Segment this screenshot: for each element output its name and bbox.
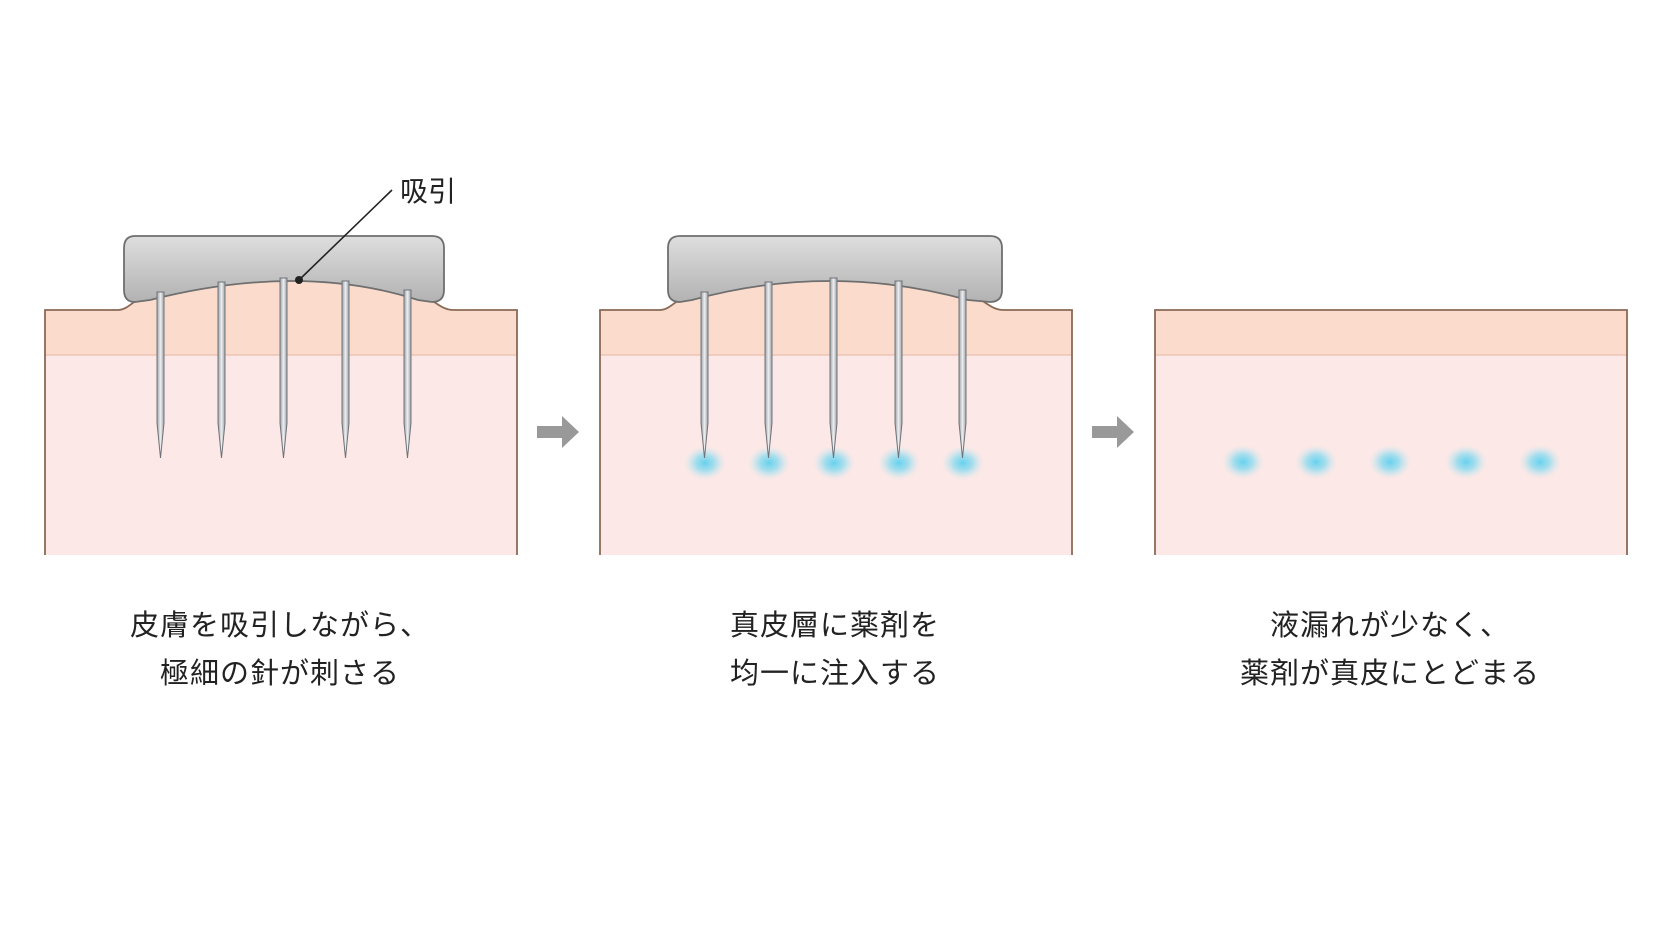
- needle-icon: [829, 277, 838, 459]
- needle-icon: [700, 291, 709, 459]
- panel-1: 吸引: [44, 175, 518, 555]
- callout-leader-line: [298, 189, 393, 281]
- arrow-right-icon: [537, 416, 579, 448]
- caption-line: 極細の針が刺さる: [159, 656, 400, 690]
- suction-device-icon: [667, 235, 1003, 303]
- drug-dot: [748, 446, 790, 480]
- drug-dot: [942, 446, 984, 480]
- needle-array: [700, 277, 967, 459]
- callout: 吸引: [295, 175, 456, 284]
- caption-line: 皮膚を吸引しながら、: [129, 608, 430, 642]
- needle-icon: [156, 291, 165, 459]
- needle-icon: [958, 289, 967, 459]
- drug-dot: [813, 446, 855, 480]
- drug-deposits: [1222, 445, 1561, 479]
- needle-icon: [403, 289, 412, 459]
- drug-dot: [1369, 445, 1411, 479]
- needle-icon: [894, 280, 903, 459]
- needle-icon: [279, 277, 288, 459]
- skin-outline: [1154, 309, 1628, 555]
- epidermis-layer: [1155, 310, 1627, 355]
- caption-line: 真皮層に薬剤を: [729, 608, 940, 642]
- caption-line: 薬剤が真皮にとどまる: [1239, 656, 1540, 690]
- callout-label: 吸引: [400, 175, 456, 208]
- caption-step-1: 皮膚を吸引しながら、 極細の針が刺さる: [50, 601, 510, 697]
- needle-icon: [217, 281, 226, 459]
- panel-2: [599, 235, 1073, 555]
- caption-line: 液漏れが少なく、: [1269, 608, 1510, 642]
- needle-array: [156, 277, 412, 459]
- drug-deposits: [684, 446, 984, 480]
- drug-dot: [1519, 445, 1561, 479]
- caption-step-2: 真皮層に薬剤を 均一に注入する: [605, 601, 1065, 697]
- needle-icon: [341, 280, 350, 459]
- drug-dot: [1222, 445, 1264, 479]
- arrow-right-icon: [1092, 416, 1134, 448]
- panel-3: [1154, 309, 1628, 555]
- needle-icon: [764, 281, 773, 459]
- drug-dot: [1445, 445, 1487, 479]
- caption-step-3: 液漏れが少なく、 薬剤が真皮にとどまる: [1160, 601, 1620, 697]
- drug-dot: [1295, 445, 1337, 479]
- drug-dot: [878, 446, 920, 480]
- caption-line: 均一に注入する: [729, 656, 940, 690]
- drug-dot: [684, 446, 726, 480]
